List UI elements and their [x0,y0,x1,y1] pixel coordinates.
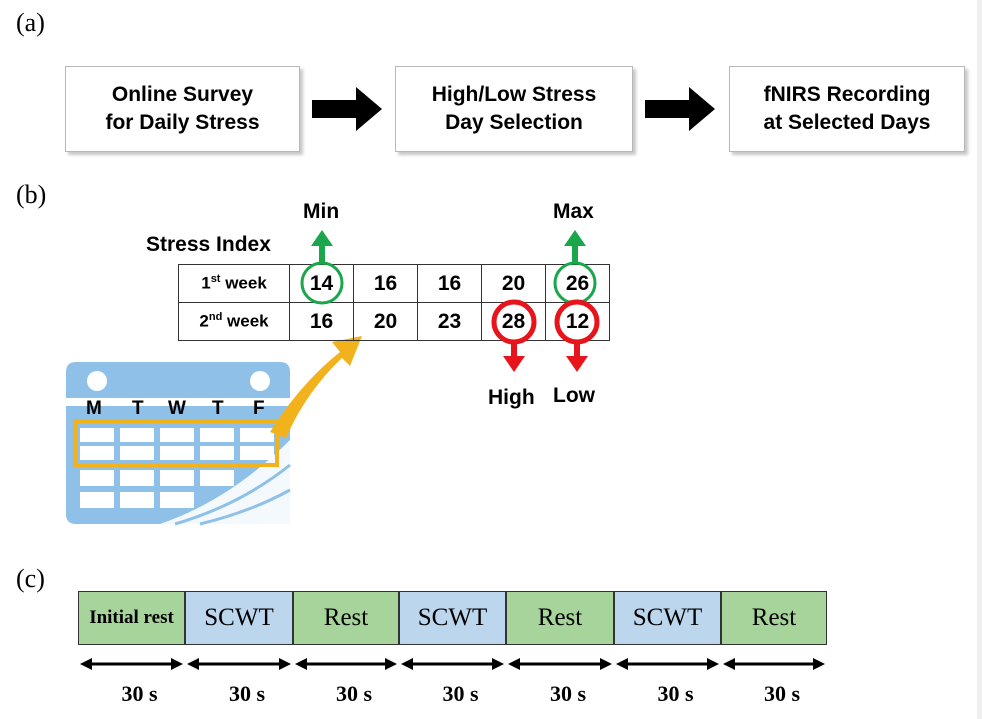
timeline-segment-initial-rest: Initial rest [78,591,185,645]
duration-arrow [295,658,397,670]
timeline-segment-scwt: SCWT [614,591,721,645]
timeline-segment-scwt: SCWT [399,591,506,645]
table-cell: 26 [545,264,610,303]
duration-label: 30 s [121,681,158,706]
timeline-segment-rest: Rest [721,591,827,645]
calendar-day-w: W [168,398,186,419]
stress-index-title: Stress Index [146,233,271,256]
row-header-week-1: 1st week [178,264,290,303]
panel-label-c: (c) [16,564,45,593]
duration-arrow [187,658,291,670]
duration-label: 30 s [228,681,266,706]
page-edge-rule [977,0,982,719]
flow-step-selection: High/Low Stress Day Selection [395,66,633,152]
table-row-week-1: 1st week 14 16 16 20 26 [178,264,610,303]
duration-arrow [80,658,183,670]
flow-step-recording: fNIRS Recording at Selected Days [729,66,965,152]
panel-label-b: (b) [16,180,47,209]
table-cell: 16 [353,264,418,303]
duration-arrow [723,658,825,670]
calendar-day-m: M [86,398,102,419]
table-cell: 20 [481,264,546,303]
row-header-week-2: 2nd week [178,302,290,341]
max-label: Max [553,200,594,223]
duration-label: 30 s [442,681,479,706]
duration-arrow [401,658,504,670]
timeline-segment-scwt: SCWT [185,591,293,645]
min-label: Min [303,200,340,223]
row-header-number: 2 [199,311,209,331]
timeline-segment-rest: Rest [293,591,399,645]
table-cell: 23 [417,302,482,341]
table-cell: 12 [545,302,610,341]
table-cell: 28 [481,302,546,341]
row-header-number: 1 [201,273,211,293]
stress-index-table: 1st week 14 16 16 20 26 2nd week 16 20 2… [178,264,610,341]
flow-step-survey: Online Survey for Daily Stress [65,66,300,152]
table-cell: 14 [289,264,354,303]
row-header-suffix: st [210,273,221,286]
duration-arrow [616,658,719,670]
low-label: Low [553,384,595,407]
row-header-suffix: nd [208,311,223,324]
panel-label-a: (a) [16,8,45,37]
calendar-day-f: F [253,398,265,419]
flow-arrow-2 [645,87,715,131]
timeline-segment-rest: Rest [506,591,614,645]
high-label: High [488,386,535,409]
table-row-week-2: 2nd week 16 20 23 28 12 [178,302,610,341]
duration-label: 30 s [549,681,587,706]
table-cell: 16 [417,264,482,303]
duration-label: 30 s [657,681,694,706]
duration-label: 30 s [335,681,373,706]
row-header-label: week [222,311,269,331]
duration-arrow [508,658,612,670]
row-header-label: week [220,273,267,293]
table-cell: 16 [289,302,354,341]
calendar-day-t1: T [132,398,144,419]
table-cell: 20 [353,302,418,341]
flow-arrow-1 [312,87,382,131]
duration-label: 30 s [763,681,801,706]
calendar-day-t2: T [212,398,224,419]
